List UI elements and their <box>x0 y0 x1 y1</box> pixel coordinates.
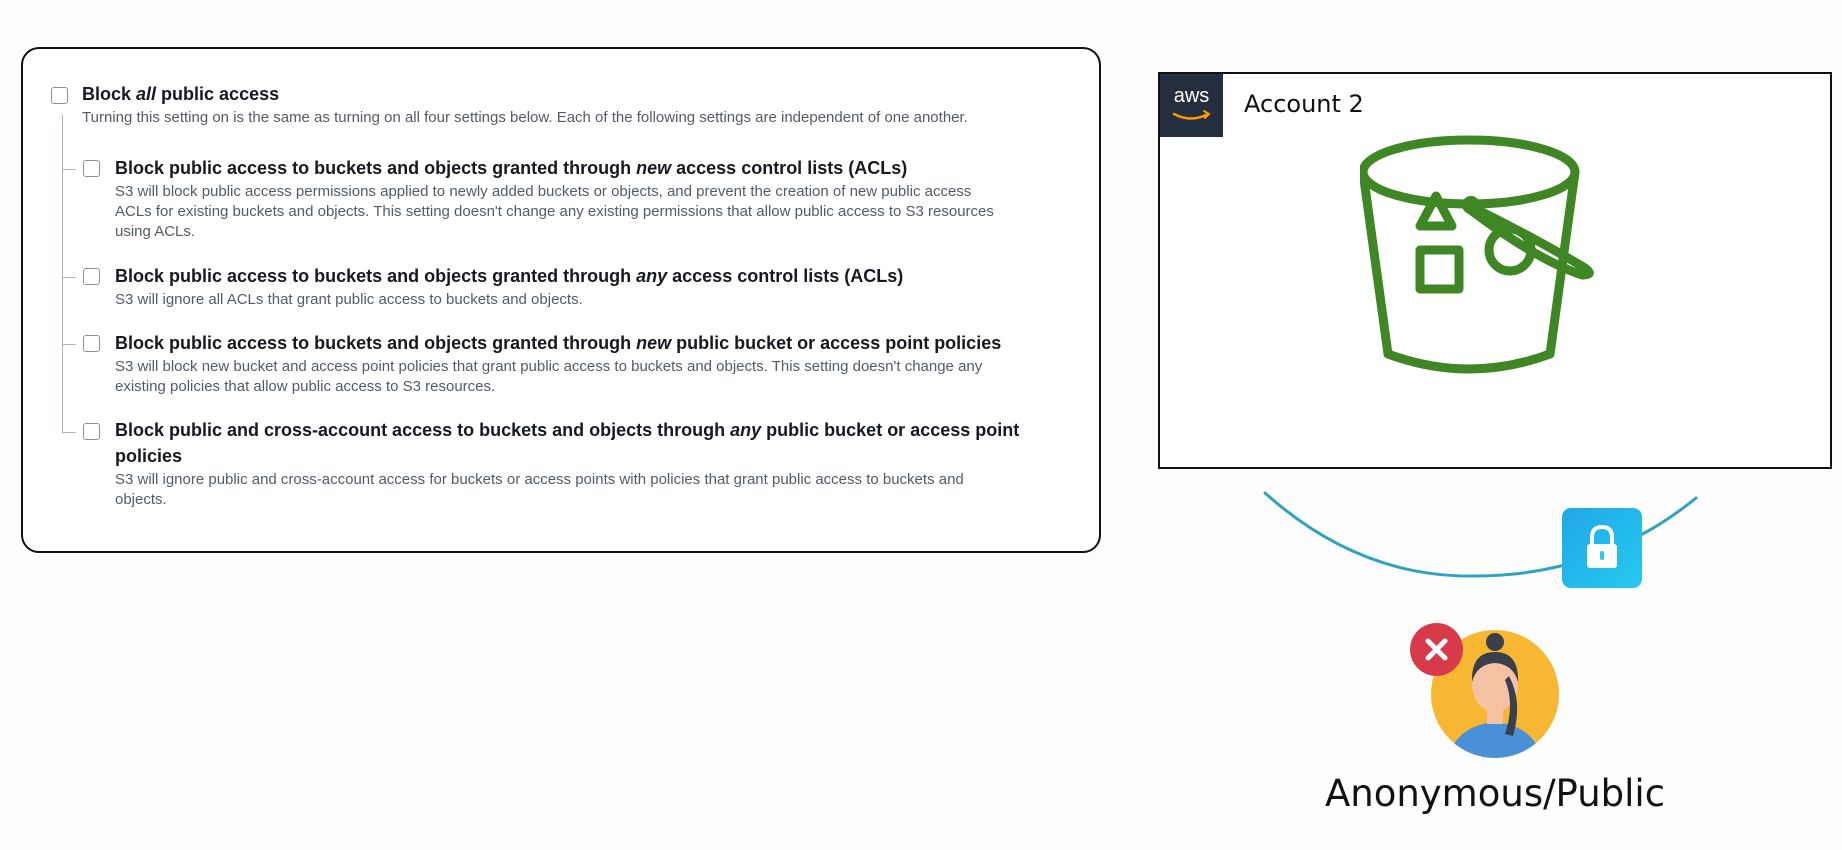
aws-logo-text: aws <box>1173 85 1210 107</box>
s3-bucket-icon <box>1360 135 1594 374</box>
option-new-acls-title: Block public access to buckets and objec… <box>115 158 908 178</box>
description-line: existing policies that allow public acce… <box>115 378 496 395</box>
account-label: Account 2 <box>1244 90 1364 118</box>
connection-arc <box>1263 491 1698 578</box>
option-new-policies-checkbox[interactable] <box>83 335 100 352</box>
user-avatar <box>1431 630 1559 758</box>
title-line: policies <box>115 446 183 466</box>
aws-smile-icon <box>1172 110 1211 120</box>
block-all-checkbox[interactable] <box>51 87 68 104</box>
option-any-acls-description: S3 will ignore all ACLs that grant publi… <box>115 290 583 310</box>
tree-branch <box>62 277 76 278</box>
deny-badge <box>1410 623 1463 676</box>
option-any-acls-title: Block public access to buckets and objec… <box>115 266 904 286</box>
tree-branch <box>62 432 76 433</box>
description-line: S3 will block new bucket and access poin… <box>115 358 983 375</box>
user-label: Anonymous/Public <box>1324 772 1666 815</box>
description-line: objects. <box>115 491 167 508</box>
option-any-policies-description: S3 will ignore public and cross-account … <box>115 470 964 510</box>
description-line: ACLs for existing buckets and objects. T… <box>115 203 994 220</box>
block-all-title: Block all public access <box>82 84 280 104</box>
lock-icon <box>1587 524 1617 568</box>
tree-connector <box>62 115 63 433</box>
description-line: S3 will ignore public and cross-account … <box>115 471 964 488</box>
x-icon <box>1425 638 1448 661</box>
aws-logo: aws <box>1160 74 1223 137</box>
description-line: using ACLs. <box>115 223 196 240</box>
lock-badge <box>1562 508 1642 588</box>
option-new-acls-description: S3 will block public access permissions … <box>115 182 994 242</box>
account-box: aws Account 2 <box>1158 72 1832 469</box>
option-any-acls-checkbox[interactable] <box>83 268 100 285</box>
tree-branch <box>62 344 76 345</box>
option-new-acls-checkbox[interactable] <box>83 160 100 177</box>
option-new-policies-description: S3 will block new bucket and access poin… <box>115 357 982 397</box>
description-line: S3 will ignore all ACLs that grant publi… <box>115 291 583 308</box>
tree-branch <box>62 169 76 170</box>
block-public-access-panel: Block all public access Turning this set… <box>21 47 1101 553</box>
option-any-policies-title: Block public and cross-account access to… <box>115 417 1019 469</box>
description-line: S3 will block public access permissions … <box>115 183 972 200</box>
block-all-description: Turning this setting on is the same as t… <box>82 109 968 126</box>
option-new-policies-title: Block public access to buckets and objec… <box>115 333 1002 353</box>
option-any-policies-checkbox[interactable] <box>83 423 100 440</box>
